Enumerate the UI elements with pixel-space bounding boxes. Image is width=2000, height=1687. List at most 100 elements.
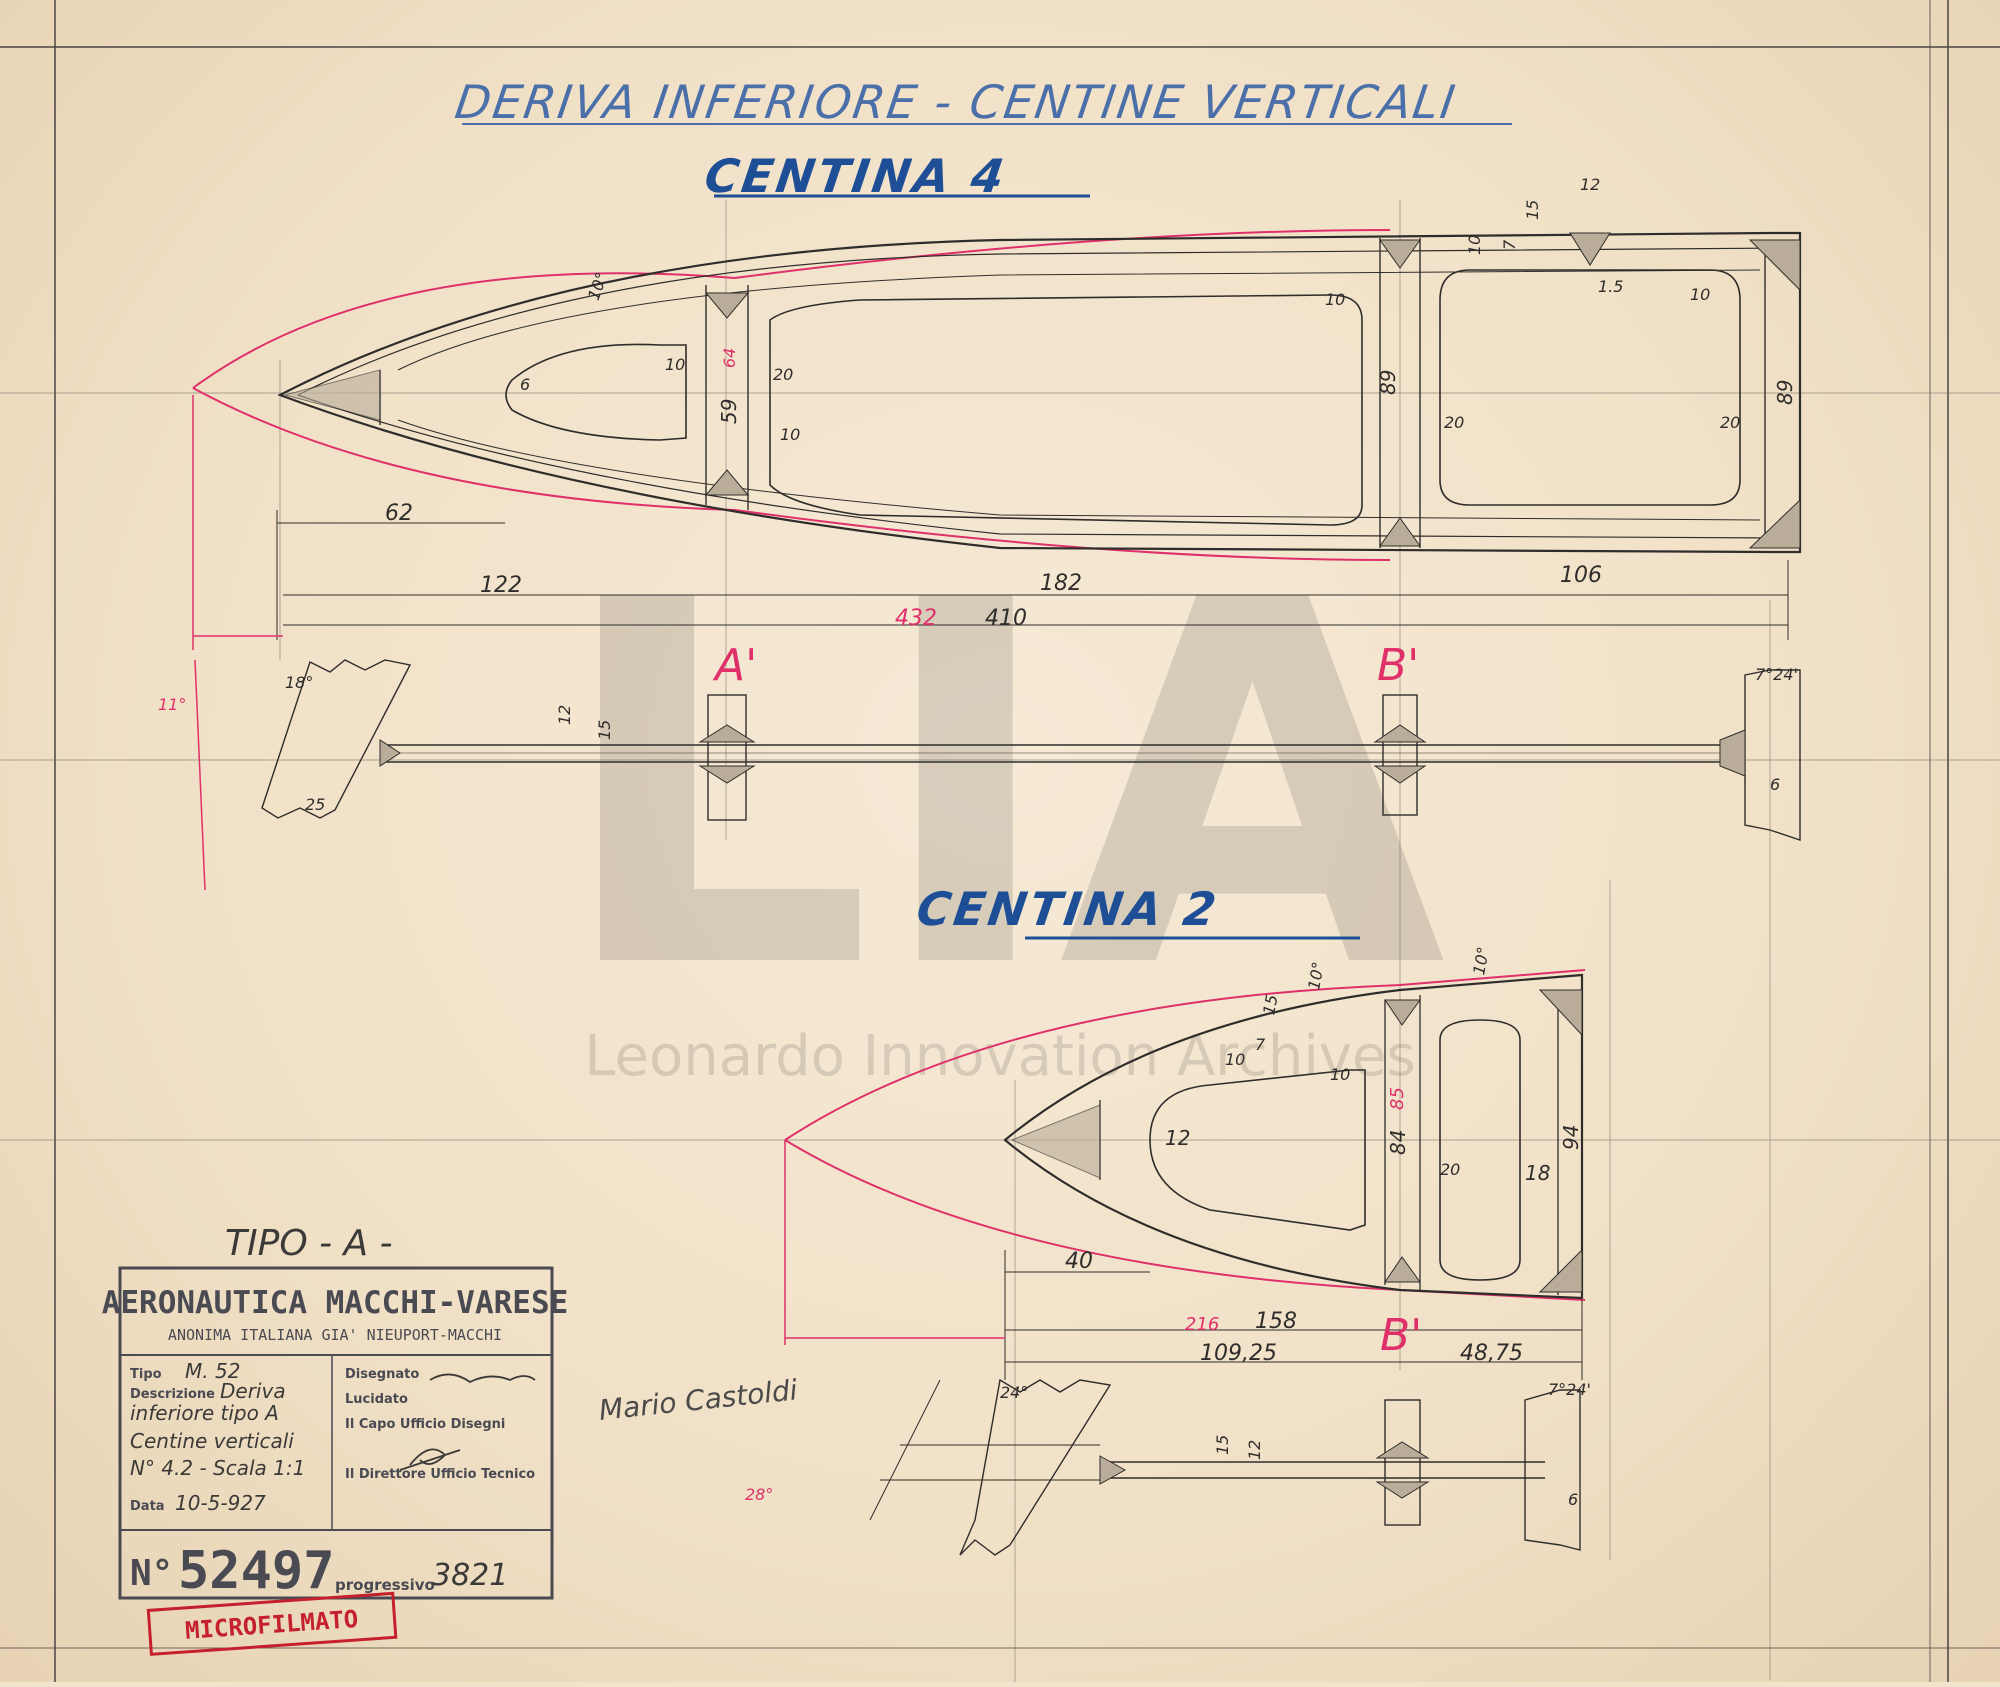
centina-4-outline (277, 231, 1802, 554)
microfilm-stamp: MICROFILMATO (146, 1591, 398, 1656)
dim-10-c: 10 (1690, 285, 1710, 304)
dim-182: 182 (1040, 571, 1082, 596)
c2-dim-10-a: 10 (1225, 1050, 1245, 1069)
centina-2: CENTINA 2 15 10° 10° 10 7 10 2 (745, 882, 1591, 1556)
dim-432: 432 (895, 606, 937, 631)
dim-angle-18: 18° (285, 673, 313, 692)
stamp-number-prefix: N° (130, 1553, 173, 1594)
main-title: DERIVA INFERIORE - CENTINE VERTICALI (452, 75, 1460, 129)
type-note: TIPO - A - (225, 1223, 393, 1264)
c2-section-dim-12: 12 (1245, 1440, 1264, 1460)
stamp-lucidato-label: Lucidato (345, 1392, 408, 1407)
stamp-descr-line-3: Centine verticali (130, 1429, 294, 1453)
stamp-signature-drawn (429, 1373, 536, 1384)
dim-20-a: 20 (773, 365, 793, 384)
section-dim-15: 15 (595, 720, 614, 740)
microfilm-text: MICROFILMATO (184, 1605, 359, 1645)
section-label-a: A' (712, 640, 757, 691)
c2-dim-12: 12 (1165, 1126, 1190, 1150)
c2-dim-158: 158 (1255, 1309, 1297, 1334)
dim-122: 122 (480, 573, 522, 598)
c2-dim-18: 18 (1525, 1161, 1550, 1185)
section-dim-6: 6 (1770, 775, 1780, 794)
stamp-direttore-label: Il Direttore Ufficio Tecnico (345, 1467, 535, 1482)
dim-64: 64 (720, 348, 739, 368)
company-stamp: AERONAUTICA MACCHI-VARESE ANONIMA ITALIA… (102, 1266, 569, 1601)
dim-12: 12 (1580, 175, 1600, 194)
watermark: LIA Leonardo Innovation Archives (554, 496, 1449, 1089)
dim-1-5: 1.5 (1598, 277, 1623, 296)
dim-410: 410 (985, 606, 1027, 631)
stamp-tipo-value: M. 52 (185, 1359, 240, 1383)
stamp-descr-line-4: N° 4.2 - Scala 1:1 (130, 1456, 305, 1480)
section-label-b: B' (1377, 640, 1419, 691)
centina-4-envelope (192, 229, 1391, 561)
stamp-subtitle: ANONIMA ITALIANA GIA' NIEUPORT-MACCHI (168, 1326, 502, 1344)
stamp-descr-line-1: Deriva (220, 1379, 286, 1403)
dim-10-e: 10 (780, 425, 800, 444)
c2-dim-angle-7-24: 7°24' (1548, 1380, 1591, 1399)
stamp-descr-label: Descrizione (130, 1387, 215, 1402)
dim-10-b: 10 (1325, 290, 1345, 309)
stamp-data-label: Data (130, 1499, 165, 1514)
stamp-data-value: 10-5-927 (175, 1491, 266, 1515)
signature: Mario Castoldi (597, 1373, 799, 1427)
dim-10-a: 10 (1465, 235, 1484, 255)
c2-dim-40: 40 (1065, 1249, 1093, 1274)
stamp-progressivo-value: 3821 (432, 1558, 508, 1593)
c2-dim-20: 20 (1440, 1160, 1460, 1179)
dim-20-b: 20 (1444, 413, 1464, 432)
c2-dim-94: 94 (1559, 1125, 1583, 1150)
centina-2-outline (1003, 973, 1584, 1300)
dim-7: 7 (1500, 239, 1519, 250)
c2-dim-216: 216 (1185, 1314, 1219, 1335)
section-dim-25: 25 (305, 795, 325, 814)
dim-59: 59 (717, 399, 741, 424)
stamp-capo-label: Il Capo Ufficio Disegni (345, 1417, 505, 1432)
dim-6: 6 (520, 375, 530, 394)
stamp-number: 52497 (178, 1541, 335, 1601)
stamp-descr-line-2: inferiore tipo A (130, 1401, 279, 1425)
title-block-header: DERIVA INFERIORE - CENTINE VERTICALI (452, 75, 1512, 129)
dim-89-b: 89 (1773, 380, 1797, 405)
c2-dim-10-b: 10 (1330, 1065, 1350, 1084)
centina-2-envelope (784, 969, 1586, 1301)
section-dim-12: 12 (555, 705, 574, 725)
dim-10-d: 10 (665, 355, 685, 374)
stamp-progressivo-label: progressivo (335, 1576, 435, 1594)
c2-dim-7: 7 (1255, 1035, 1266, 1054)
watermark-text: Leonardo Innovation Archives (584, 1024, 1415, 1089)
watermark-mark: LIA (554, 496, 1449, 1078)
c2-dim-15: 15 (1259, 993, 1281, 1016)
c2-dim-angle-10-a: 10° (1304, 960, 1328, 991)
centina-2-title: CENTINA 2 (913, 882, 1222, 936)
c2-section-dim-15: 15 (1213, 1435, 1232, 1455)
c2-dim-85: 85 (1387, 1087, 1408, 1110)
c2-dim-angle-24: 24° (1000, 1383, 1028, 1402)
dim-20-c: 20 (1720, 413, 1740, 432)
centina-4: CENTINA 4 (158, 149, 1802, 891)
stamp-tipo-label: Tipo (130, 1367, 162, 1382)
c2-dim-angle-28: 28° (745, 1485, 773, 1504)
c2-dim-48-75: 48,75 (1460, 1341, 1523, 1366)
centina-4-section: A' B' 18° 12 15 25 7°24' 6 11° (158, 640, 1801, 891)
c2-dim-84: 84 (1386, 1130, 1410, 1155)
centina-2-section: 24° 15 12 7°24' 6 28° (745, 1378, 1591, 1556)
c2-section-label-b: B' (1380, 1310, 1422, 1361)
c2-dim-109-25: 109,25 (1200, 1341, 1277, 1366)
stamp-disegnato-label: Disegnato (345, 1367, 419, 1382)
dim-angle-11: 11° (158, 695, 186, 714)
dim-62: 62 (385, 501, 413, 526)
dim-15: 15 (1523, 200, 1542, 220)
dim-89-a: 89 (1376, 370, 1400, 395)
dim-angle-7-24: 7°24' (1755, 665, 1798, 684)
c2-section-dim-6: 6 (1568, 1490, 1578, 1509)
dim-106: 106 (1560, 563, 1602, 588)
centina-4-title: CENTINA 4 (701, 149, 1010, 203)
c2-dim-angle-10-b: 10° (1469, 945, 1493, 976)
stamp-company: AERONAUTICA MACCHI-VARESE (102, 1285, 569, 1321)
stamp-signature-capo (399, 1448, 461, 1471)
